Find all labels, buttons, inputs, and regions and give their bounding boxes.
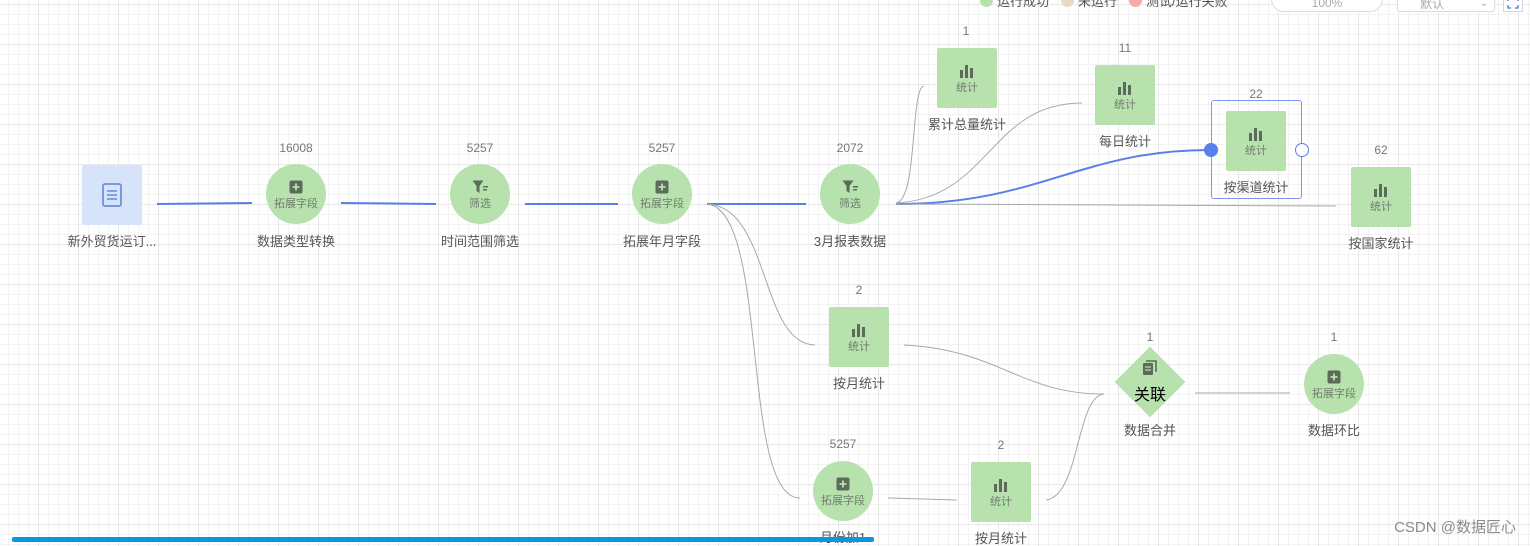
- join-icon: [1142, 359, 1158, 381]
- fit-view-button[interactable]: [1503, 0, 1523, 12]
- expand-icon: [1507, 0, 1519, 9]
- node-count: 11: [1118, 41, 1132, 55]
- node-ratio[interactable]: 拓展字段: [1304, 354, 1364, 414]
- edge-march-to-country[interactable]: [895, 203, 1337, 207]
- layout-select[interactable]: 默认 ⌄: [1397, 0, 1495, 12]
- edge-ymfield-to-monthly[interactable]: [706, 203, 816, 346]
- horizontal-scrollbar[interactable]: [12, 537, 874, 542]
- node-type: 筛选: [839, 197, 861, 210]
- node-type: 拓展字段: [821, 494, 865, 507]
- node-label: 拓展年月字段: [622, 234, 701, 249]
- node-label: 时间范围筛选: [440, 234, 519, 249]
- node-monthly[interactable]: 统计: [829, 307, 889, 367]
- node-label: 新外贸货运订...: [67, 234, 157, 249]
- node-type: 拓展字段: [1312, 387, 1356, 400]
- node-type: 拓展字段: [274, 197, 318, 210]
- bar-chart-icon: [1248, 126, 1264, 142]
- zoom-level-input[interactable]: 100%: [1271, 0, 1383, 12]
- node-label: 按渠道统计: [1223, 180, 1289, 195]
- legend-item-success: 运行成功: [980, 0, 1049, 10]
- input-port[interactable]: [1204, 143, 1218, 157]
- bar-chart-icon: [851, 322, 867, 338]
- edge-march-to-total[interactable]: [895, 85, 925, 204]
- node-count: 1: [1146, 330, 1154, 344]
- node-count: 2: [997, 438, 1005, 452]
- node-total[interactable]: 统计: [937, 48, 997, 108]
- edge-monthly-to-merge[interactable]: [903, 344, 1105, 395]
- node-label: 数据环比: [1307, 423, 1360, 438]
- node-label: 按国家统计: [1348, 236, 1414, 251]
- legend-dot-failed: [1129, 0, 1143, 7]
- node-ymfield[interactable]: 拓展字段: [632, 164, 692, 224]
- plus-square-icon: [288, 179, 304, 195]
- node-type: 拓展字段: [640, 197, 684, 210]
- filter-icon: [472, 179, 488, 195]
- node-type: 统计: [956, 81, 978, 94]
- status-legend: 运行成功 未运行 测试/运行失败: [980, 0, 1240, 10]
- node-count: 1: [1330, 330, 1338, 344]
- node-label: 累计总量统计: [927, 117, 1006, 132]
- node-type: 统计: [1370, 200, 1392, 213]
- node-type: 筛选: [469, 197, 491, 210]
- legend-item-notrun: 未运行: [1061, 0, 1117, 10]
- bar-chart-icon: [959, 63, 975, 79]
- document-icon: [102, 183, 122, 207]
- node-count: 5257: [648, 141, 676, 155]
- plus-square-icon: [654, 179, 670, 195]
- bar-chart-icon: [1117, 80, 1133, 96]
- node-count: 2072: [836, 141, 864, 155]
- edge-march-to-channel[interactable]: [895, 149, 1211, 205]
- node-label: 按月统计: [974, 531, 1027, 546]
- node-daily[interactable]: 统计: [1095, 65, 1155, 125]
- node-march[interactable]: 筛选: [820, 164, 880, 224]
- legend-dot-success: [980, 0, 993, 7]
- chevron-down-icon: ⌄: [1479, 0, 1488, 9]
- node-count: 5257: [829, 437, 857, 451]
- node-count: 1: [962, 24, 970, 38]
- plus-square-icon: [835, 476, 851, 492]
- legend-item-failed: 测试/运行失败: [1129, 0, 1228, 10]
- bar-chart-icon: [1373, 182, 1389, 198]
- legend-dot-notrun: [1061, 0, 1075, 7]
- legend-label: 未运行: [1078, 0, 1118, 9]
- node-merge[interactable]: 关联: [1115, 347, 1185, 417]
- node-type: 统计: [848, 340, 870, 353]
- bar-chart-icon: [993, 477, 1009, 493]
- edge-monthplus-to-monthly2[interactable]: [887, 497, 958, 501]
- node-count: 5257: [466, 141, 494, 155]
- edge-source-to-convert[interactable]: [156, 202, 253, 205]
- select-value: 默认: [1420, 0, 1445, 11]
- node-monthly2[interactable]: 统计: [971, 462, 1031, 522]
- node-monthplus[interactable]: 拓展字段: [813, 461, 873, 521]
- legend-label: 运行成功: [997, 0, 1050, 9]
- watermark: CSDN @数据匠心: [1394, 519, 1516, 536]
- node-type: 统计: [1245, 144, 1267, 157]
- node-label: 数据合并: [1123, 423, 1176, 438]
- edge-convert-to-timefilter[interactable]: [340, 202, 437, 205]
- node-count: 16008: [279, 141, 313, 155]
- output-port[interactable]: [1295, 143, 1309, 157]
- zoom-value: 100%: [1311, 0, 1343, 10]
- node-count: 62: [1374, 143, 1388, 157]
- node-type: 关联: [1133, 386, 1166, 404]
- node-source[interactable]: [82, 165, 142, 225]
- node-label: 按月统计: [832, 376, 885, 391]
- node-timefilter[interactable]: 筛选: [450, 164, 510, 224]
- filter-icon: [842, 179, 858, 195]
- node-label: 3月报表数据: [813, 234, 887, 249]
- node-type: 统计: [990, 495, 1012, 508]
- legend-label: 测试/运行失败: [1146, 0, 1228, 9]
- node-country[interactable]: 统计: [1351, 167, 1411, 227]
- edge-monthly2-to-merge[interactable]: [1045, 393, 1105, 501]
- node-label: 每日统计: [1098, 134, 1151, 149]
- node-count: 2: [855, 283, 863, 297]
- node-type: 统计: [1114, 98, 1136, 111]
- node-label: 数据类型转换: [256, 234, 335, 249]
- plus-square-icon: [1326, 369, 1342, 385]
- node-count: 22: [1249, 87, 1263, 101]
- node-channel[interactable]: 统计: [1226, 111, 1286, 171]
- node-convert[interactable]: 拓展字段: [266, 164, 326, 224]
